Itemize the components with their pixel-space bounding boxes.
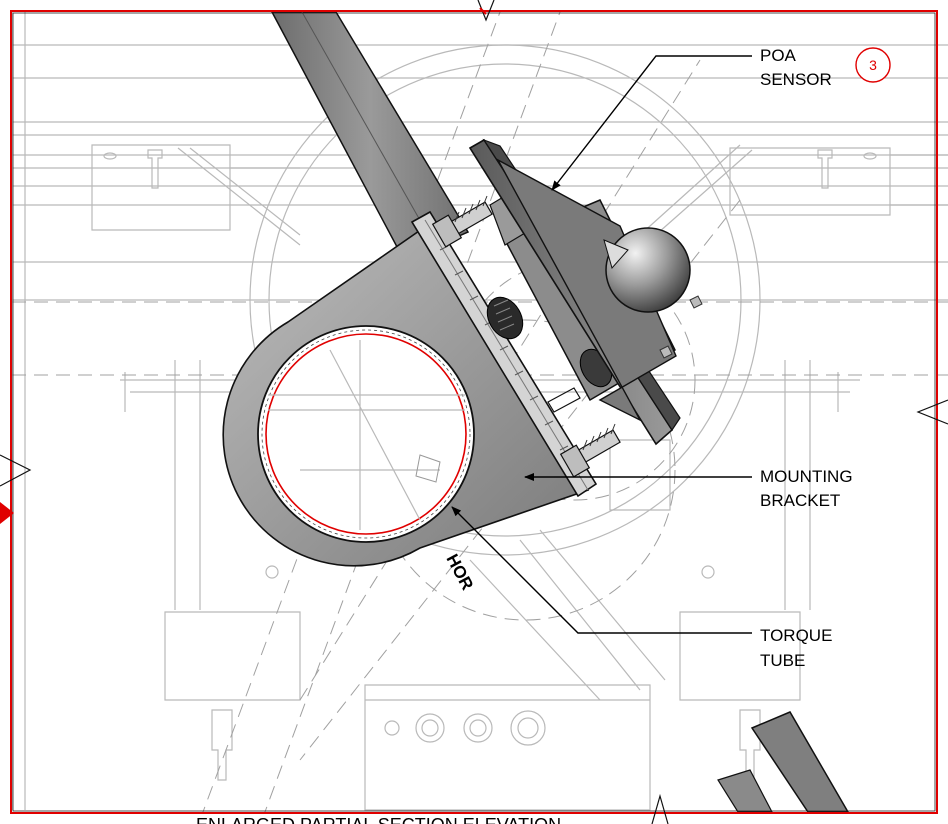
torque-tube-label-line1: TORQUE bbox=[760, 626, 832, 645]
revision-marker: 3 bbox=[855, 47, 891, 83]
torque-tube bbox=[257, 325, 475, 543]
leveling-knob bbox=[486, 296, 524, 340]
view-border bbox=[10, 10, 938, 814]
torque-tube-label-line2: TUBE bbox=[760, 651, 805, 670]
upper-bolt bbox=[431, 195, 493, 248]
poa-sensor-label-line1: POA bbox=[760, 46, 797, 65]
drawing-caption: ENLARGED PARTIAL SECTION ELEVATION bbox=[196, 815, 561, 824]
mounting-bracket-label-line1: MOUNTING bbox=[760, 467, 853, 486]
lower-support-leg bbox=[717, 711, 850, 813]
mounting-bracket-label-line2: BRACKET bbox=[760, 491, 840, 510]
poa-sensor bbox=[468, 138, 703, 446]
revision-number: 3 bbox=[869, 57, 877, 73]
lower-bolt bbox=[559, 423, 621, 478]
leader-lines bbox=[451, 55, 752, 634]
poa-sensor-label-line2: SENSOR bbox=[760, 70, 832, 89]
